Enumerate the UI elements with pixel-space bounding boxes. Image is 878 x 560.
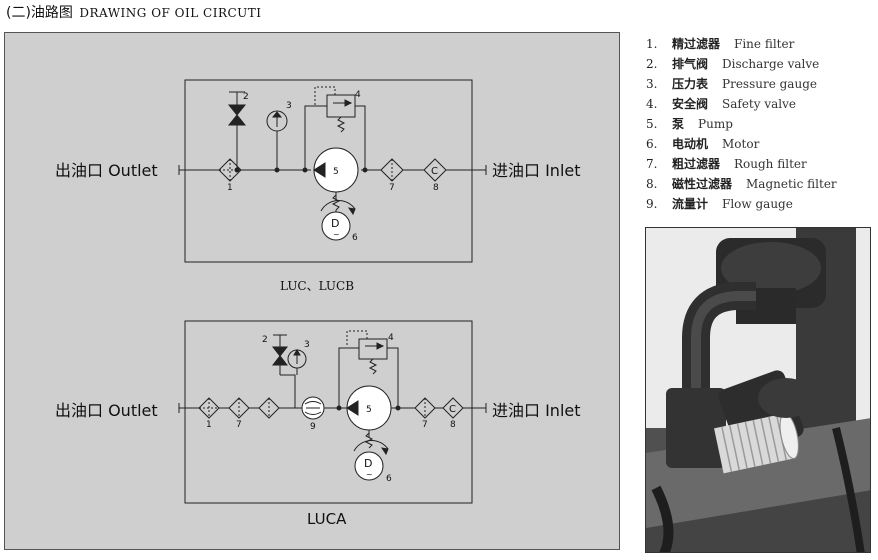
top-num-6: 6 (352, 233, 358, 243)
bottom-flow-gauge-icon (301, 396, 325, 420)
bottom-num-4: 4 (388, 333, 394, 343)
bottom-num-2: 2 (262, 335, 268, 345)
top-motor-letter: D (331, 217, 339, 230)
bottom-num-8: 8 (450, 420, 456, 430)
bottom-magnetic-filter-icon (442, 397, 464, 419)
top-safety-valve-icon (302, 86, 368, 173)
top-pressure-gauge-icon (266, 110, 288, 173)
oil-circuit-svg: 出油口 Outlet 进油口 Inlet 1 2 (55, 79, 581, 528)
bottom-num-7a: 7 (236, 420, 242, 430)
top-magnetic-filter-icon (423, 158, 447, 182)
top-pump-icon (313, 147, 359, 211)
product-photo-illustration (646, 228, 870, 552)
top-motor-icon (320, 199, 356, 241)
bottom-pressure-gauge-icon (287, 349, 307, 375)
bottom-caption: LUCA (307, 510, 347, 528)
bottom-num-9: 9 (310, 422, 316, 432)
top-num-7: 7 (389, 183, 395, 193)
diagram-bottom: 出油口 Outlet 进油口 Inlet 1 7 (55, 320, 581, 528)
svg-text:~: ~ (333, 230, 340, 239)
diagram-panel: 出油口 Outlet 进油口 Inlet 1 2 (4, 32, 620, 550)
svg-text:~: ~ (366, 470, 373, 479)
bottom-magnet-letter: C (449, 404, 456, 415)
bottom-motor-letter: D (364, 457, 372, 470)
bottom-num-6: 6 (386, 474, 392, 484)
top-num-1: 1 (227, 183, 233, 193)
bottom-pump-icon (346, 385, 392, 449)
bottom-safety-valve-icon (336, 330, 401, 411)
top-magnet-letter: C (431, 166, 438, 177)
product-photo (645, 227, 871, 553)
top-outlet-label: 出油口 Outlet (55, 161, 158, 180)
bottom-outlet-label: 出油口 Outlet (55, 401, 158, 420)
top-inlet-label: 进油口 Inlet (492, 161, 581, 180)
top-num-5: 5 (333, 167, 339, 177)
bottom-num-7b: 7 (422, 420, 428, 430)
top-num-4: 4 (355, 90, 361, 100)
bottom-frame (184, 320, 473, 504)
title-cn: (二)油路图 (6, 5, 73, 21)
page-title: (二)油路图 DRAWING OF OIL CIRCUTI (6, 2, 262, 22)
bottom-rough-filter-left-icon (228, 397, 250, 419)
bottom-num-1: 1 (206, 420, 212, 430)
bottom-inline-filter-icon (258, 397, 280, 419)
top-num-3: 3 (286, 101, 292, 111)
bottom-num-5: 5 (366, 405, 372, 415)
top-frame (184, 79, 473, 263)
top-discharge-valve-icon (227, 91, 247, 173)
bottom-discharge-valve-icon (271, 334, 296, 408)
bottom-fine-filter-icon (198, 397, 220, 419)
top-num-8: 8 (433, 183, 439, 193)
top-rough-filter-icon (380, 158, 404, 182)
bottom-inlet-label: 进油口 Inlet (492, 401, 581, 420)
title-en: DRAWING OF OIL CIRCUTI (79, 6, 262, 20)
bottom-num-3: 3 (304, 340, 310, 350)
top-caption: LUC、LUCB (280, 279, 354, 293)
diagram-top: 出油口 Outlet 进油口 Inlet 1 2 (55, 79, 581, 293)
bottom-rough-filter-right-icon (414, 397, 436, 419)
bottom-motor-icon (353, 439, 389, 481)
top-num-2: 2 (243, 92, 249, 102)
